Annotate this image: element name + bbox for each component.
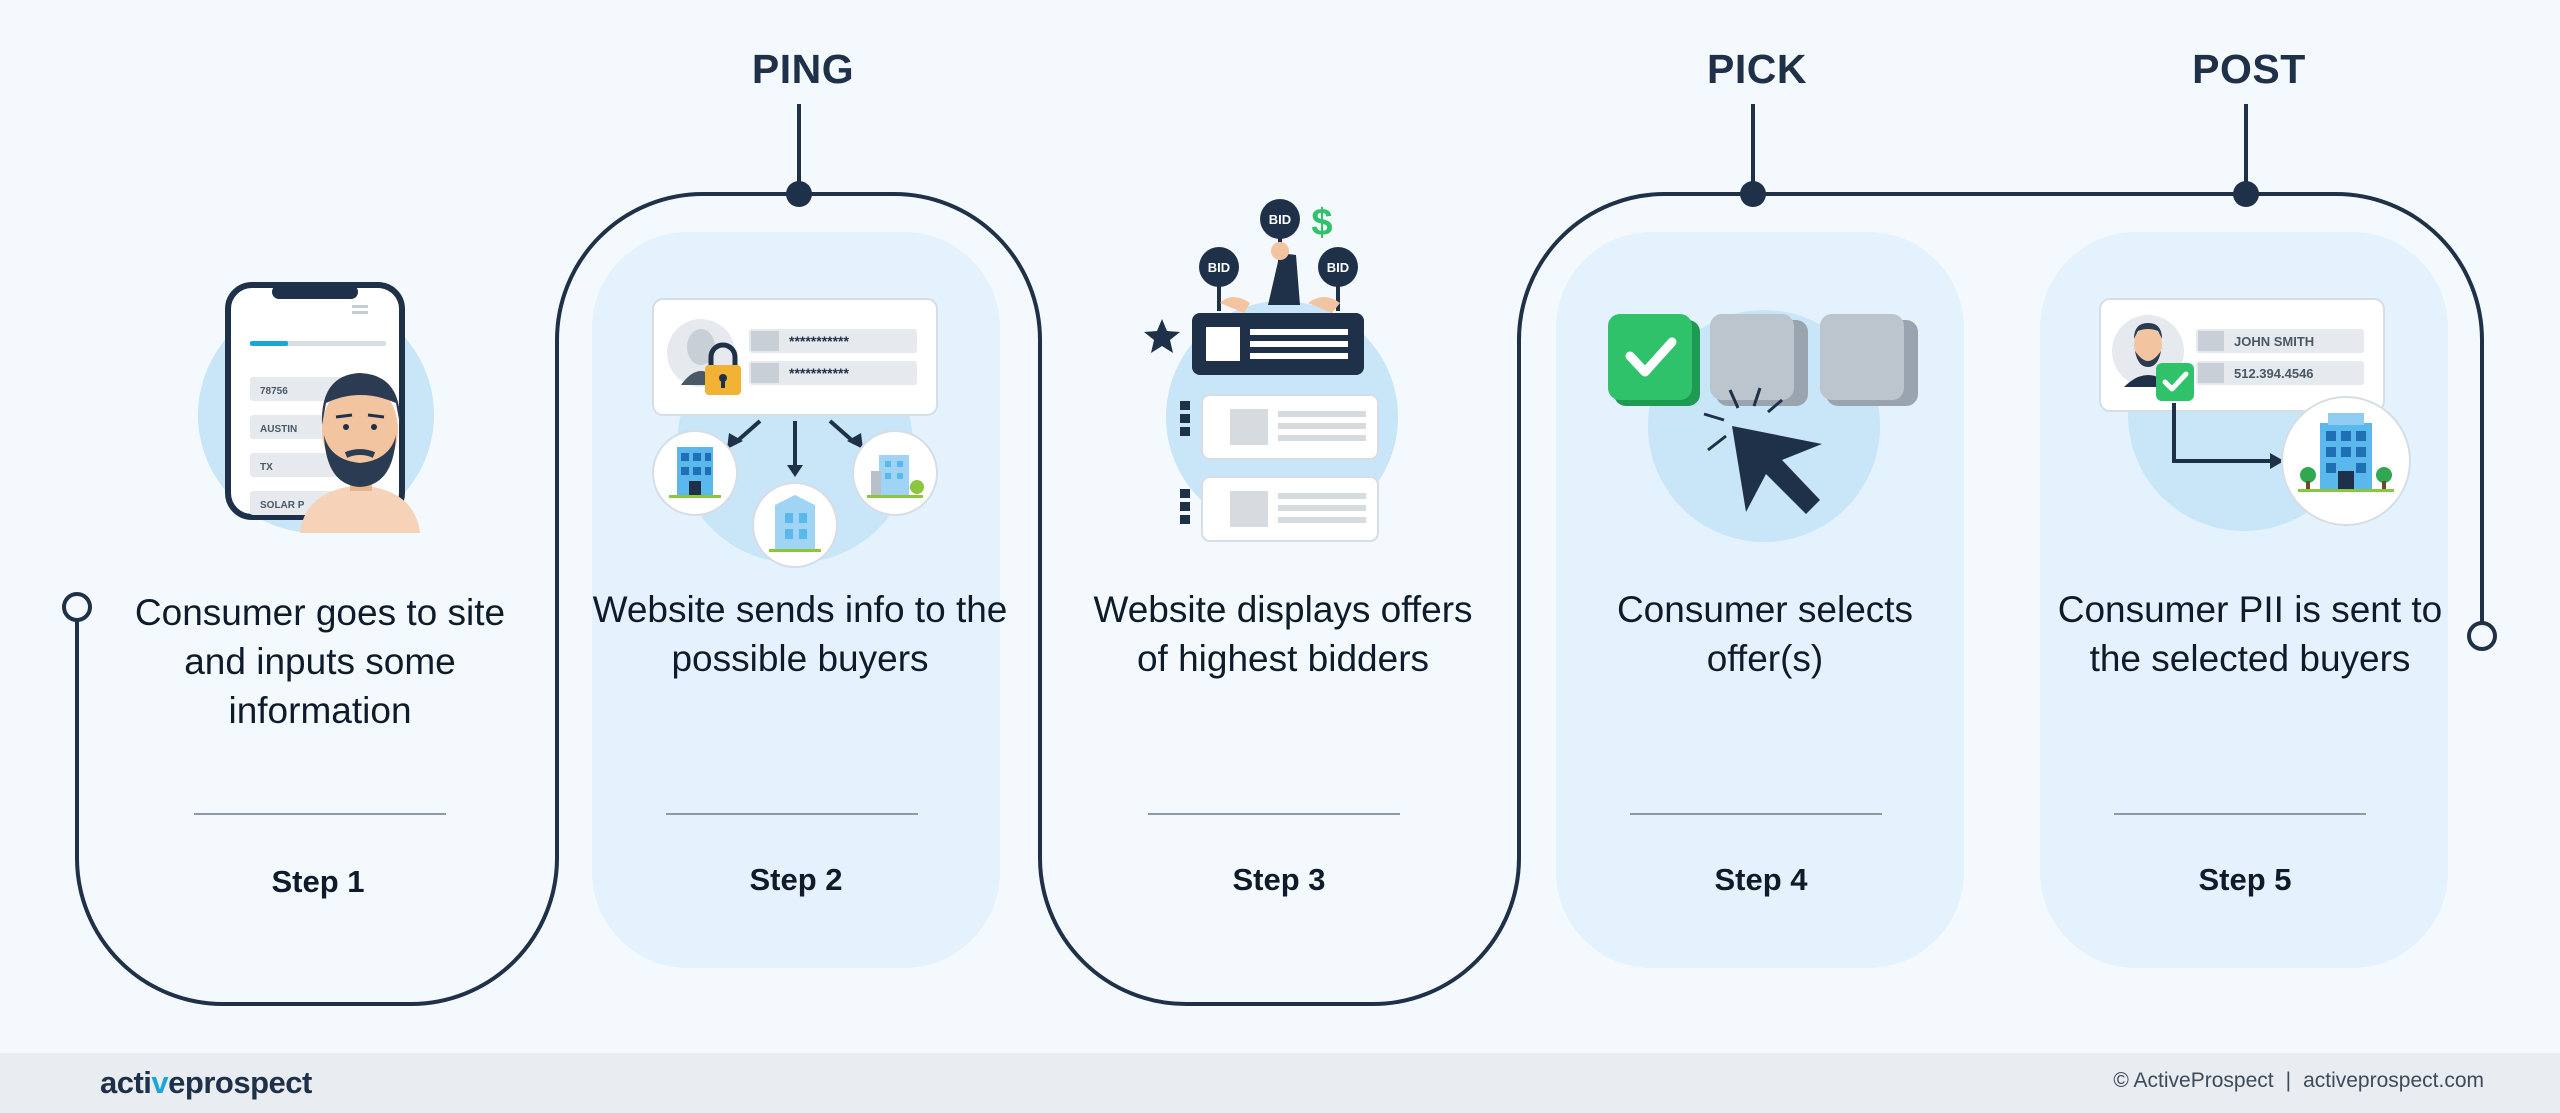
ping-node xyxy=(786,181,812,207)
footer-copyright: © ActiveProspect | activeprospect.com xyxy=(2113,1069,2484,1093)
ping-pick-post-diagram: PING PICK POST 78756 AUSTIN TX SOLAR P xyxy=(62,46,2497,1006)
person-avatar-icon xyxy=(300,373,420,533)
building-icon xyxy=(652,430,738,516)
svg-text:JOHN SMITH: JOHN SMITH xyxy=(2234,334,2314,349)
step-5-label: Step 5 xyxy=(2198,862,2292,897)
building-icon xyxy=(752,482,838,568)
cursor-icon xyxy=(1732,426,1822,514)
step-5-illustration: JOHN SMITH 512.394.4546 xyxy=(2099,298,2411,531)
step-2-label: Step 2 xyxy=(749,862,843,897)
step-1-illustration: 78756 AUSTIN TX SOLAR P xyxy=(198,282,434,533)
step-3-divider xyxy=(1148,813,1400,815)
step-2-description: Website sends info to the possible buyer… xyxy=(592,589,1008,679)
step-5-divider xyxy=(2114,813,2366,815)
star-icon xyxy=(1144,319,1180,353)
activeprospect-logo: activeprospect xyxy=(100,1065,312,1100)
step-1-divider xyxy=(194,813,446,815)
checkbox-icon xyxy=(2156,363,2194,401)
step-3-description: Website displays offers of highest bidde… xyxy=(1093,589,1473,679)
building-icon xyxy=(852,430,938,516)
step-4-divider xyxy=(1630,813,1882,815)
svg-text:BID: BID xyxy=(1269,212,1291,227)
step-4-illustration xyxy=(1608,310,1918,542)
pick-node xyxy=(1740,181,1766,207)
svg-text:TX: TX xyxy=(260,462,273,473)
step-2-illustration: *********** *********** xyxy=(652,298,938,568)
svg-text:SOLAR P: SOLAR P xyxy=(260,500,305,511)
step-1-description: Consumer goes to site and inputs some in… xyxy=(134,592,506,731)
start-node xyxy=(62,592,92,622)
svg-text:BID: BID xyxy=(1208,260,1230,275)
step-4-description: Consumer selects offer(s) xyxy=(1616,589,1914,679)
footer-bar: activeprospect © ActiveProspect | activepr… xyxy=(0,1053,2560,1113)
svg-text:BID: BID xyxy=(1327,260,1349,275)
svg-text:***********: *********** xyxy=(789,333,849,349)
step-5-description: Consumer PII is sent to the selected buy… xyxy=(2057,589,2443,679)
stage-label-pick: PICK xyxy=(1707,46,1807,92)
svg-text:AUSTIN: AUSTIN xyxy=(260,424,297,435)
svg-text:512.394.4546: 512.394.4546 xyxy=(2234,366,2314,381)
bid-sign-icon: BID xyxy=(1318,247,1358,311)
svg-text:78756: 78756 xyxy=(260,386,288,397)
footer-separator: | xyxy=(2285,1069,2292,1092)
step-4-label: Step 4 xyxy=(1714,862,1808,897)
checkbox-icon xyxy=(1608,314,1700,406)
step-3-illustration: BID BID BID $ xyxy=(1144,199,1398,542)
stage-label-ping: PING xyxy=(751,46,855,92)
process-track-line xyxy=(62,104,2497,1006)
step-1-label: Step 1 xyxy=(271,864,365,899)
lock-icon xyxy=(705,342,741,395)
step-2-divider xyxy=(666,813,918,815)
site-link[interactable]: activeprospect.com xyxy=(2303,1069,2484,1092)
copyright-text: © ActiveProspect xyxy=(2113,1069,2274,1092)
dollar-icon: $ xyxy=(1311,202,1332,244)
building-icon xyxy=(2281,396,2411,526)
stage-label-post: POST xyxy=(2192,46,2306,92)
end-node xyxy=(2467,621,2497,651)
bid-sign-icon: BID xyxy=(1199,247,1239,311)
step-3-label: Step 3 xyxy=(1232,862,1326,897)
svg-text:***********: *********** xyxy=(789,365,849,381)
post-node xyxy=(2233,181,2259,207)
